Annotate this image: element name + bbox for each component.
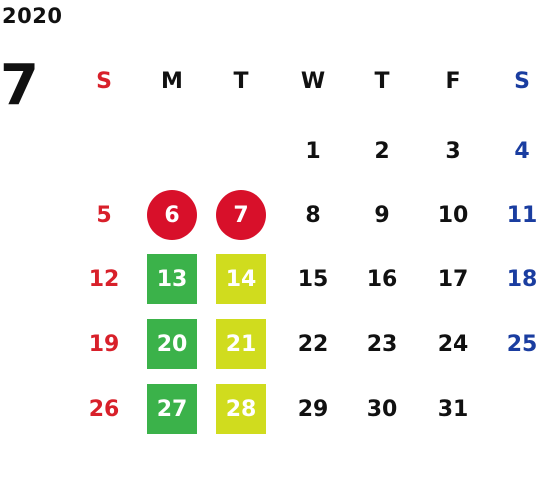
weekday-header: S [514, 68, 530, 94]
day-cell: 18 [506, 266, 538, 292]
day-cell: 2 [374, 138, 390, 164]
day-cell: 6 [147, 190, 197, 240]
day-cell: 31 [437, 396, 469, 422]
weekday-header: W [300, 68, 326, 94]
month-label: 7 [0, 53, 39, 118]
day-cell: 25 [506, 331, 538, 357]
day-cell: 4 [514, 138, 530, 164]
day-cell: 28 [216, 384, 266, 434]
day-cell: 30 [366, 396, 398, 422]
day-cell: 23 [366, 331, 398, 357]
day-cell: 17 [437, 266, 469, 292]
weekday-header: T [374, 68, 390, 94]
day-cell: 22 [297, 331, 329, 357]
day-cell: 11 [506, 202, 538, 228]
day-cell: 20 [147, 319, 197, 369]
day-cell: 12 [88, 266, 120, 292]
day-cell: 9 [374, 202, 390, 228]
day-cell: 27 [147, 384, 197, 434]
day-cell: 14 [216, 254, 266, 304]
year-label: 2020 [2, 4, 63, 28]
day-cell: 1 [305, 138, 321, 164]
day-cell: 16 [366, 266, 398, 292]
day-cell: 26 [88, 396, 120, 422]
day-cell: 5 [96, 202, 112, 228]
day-cell: 29 [297, 396, 329, 422]
weekday-header: F [445, 68, 461, 94]
day-cell: 7 [216, 190, 266, 240]
weekday-header: M [161, 68, 183, 94]
weekday-header: T [233, 68, 249, 94]
day-cell: 21 [216, 319, 266, 369]
day-cell: 3 [445, 138, 461, 164]
day-cell: 15 [297, 266, 329, 292]
weekday-header: S [96, 68, 112, 94]
day-cell: 24 [437, 331, 469, 357]
day-cell: 13 [147, 254, 197, 304]
day-cell: 10 [437, 202, 469, 228]
day-cell: 19 [88, 331, 120, 357]
day-cell: 8 [305, 202, 321, 228]
